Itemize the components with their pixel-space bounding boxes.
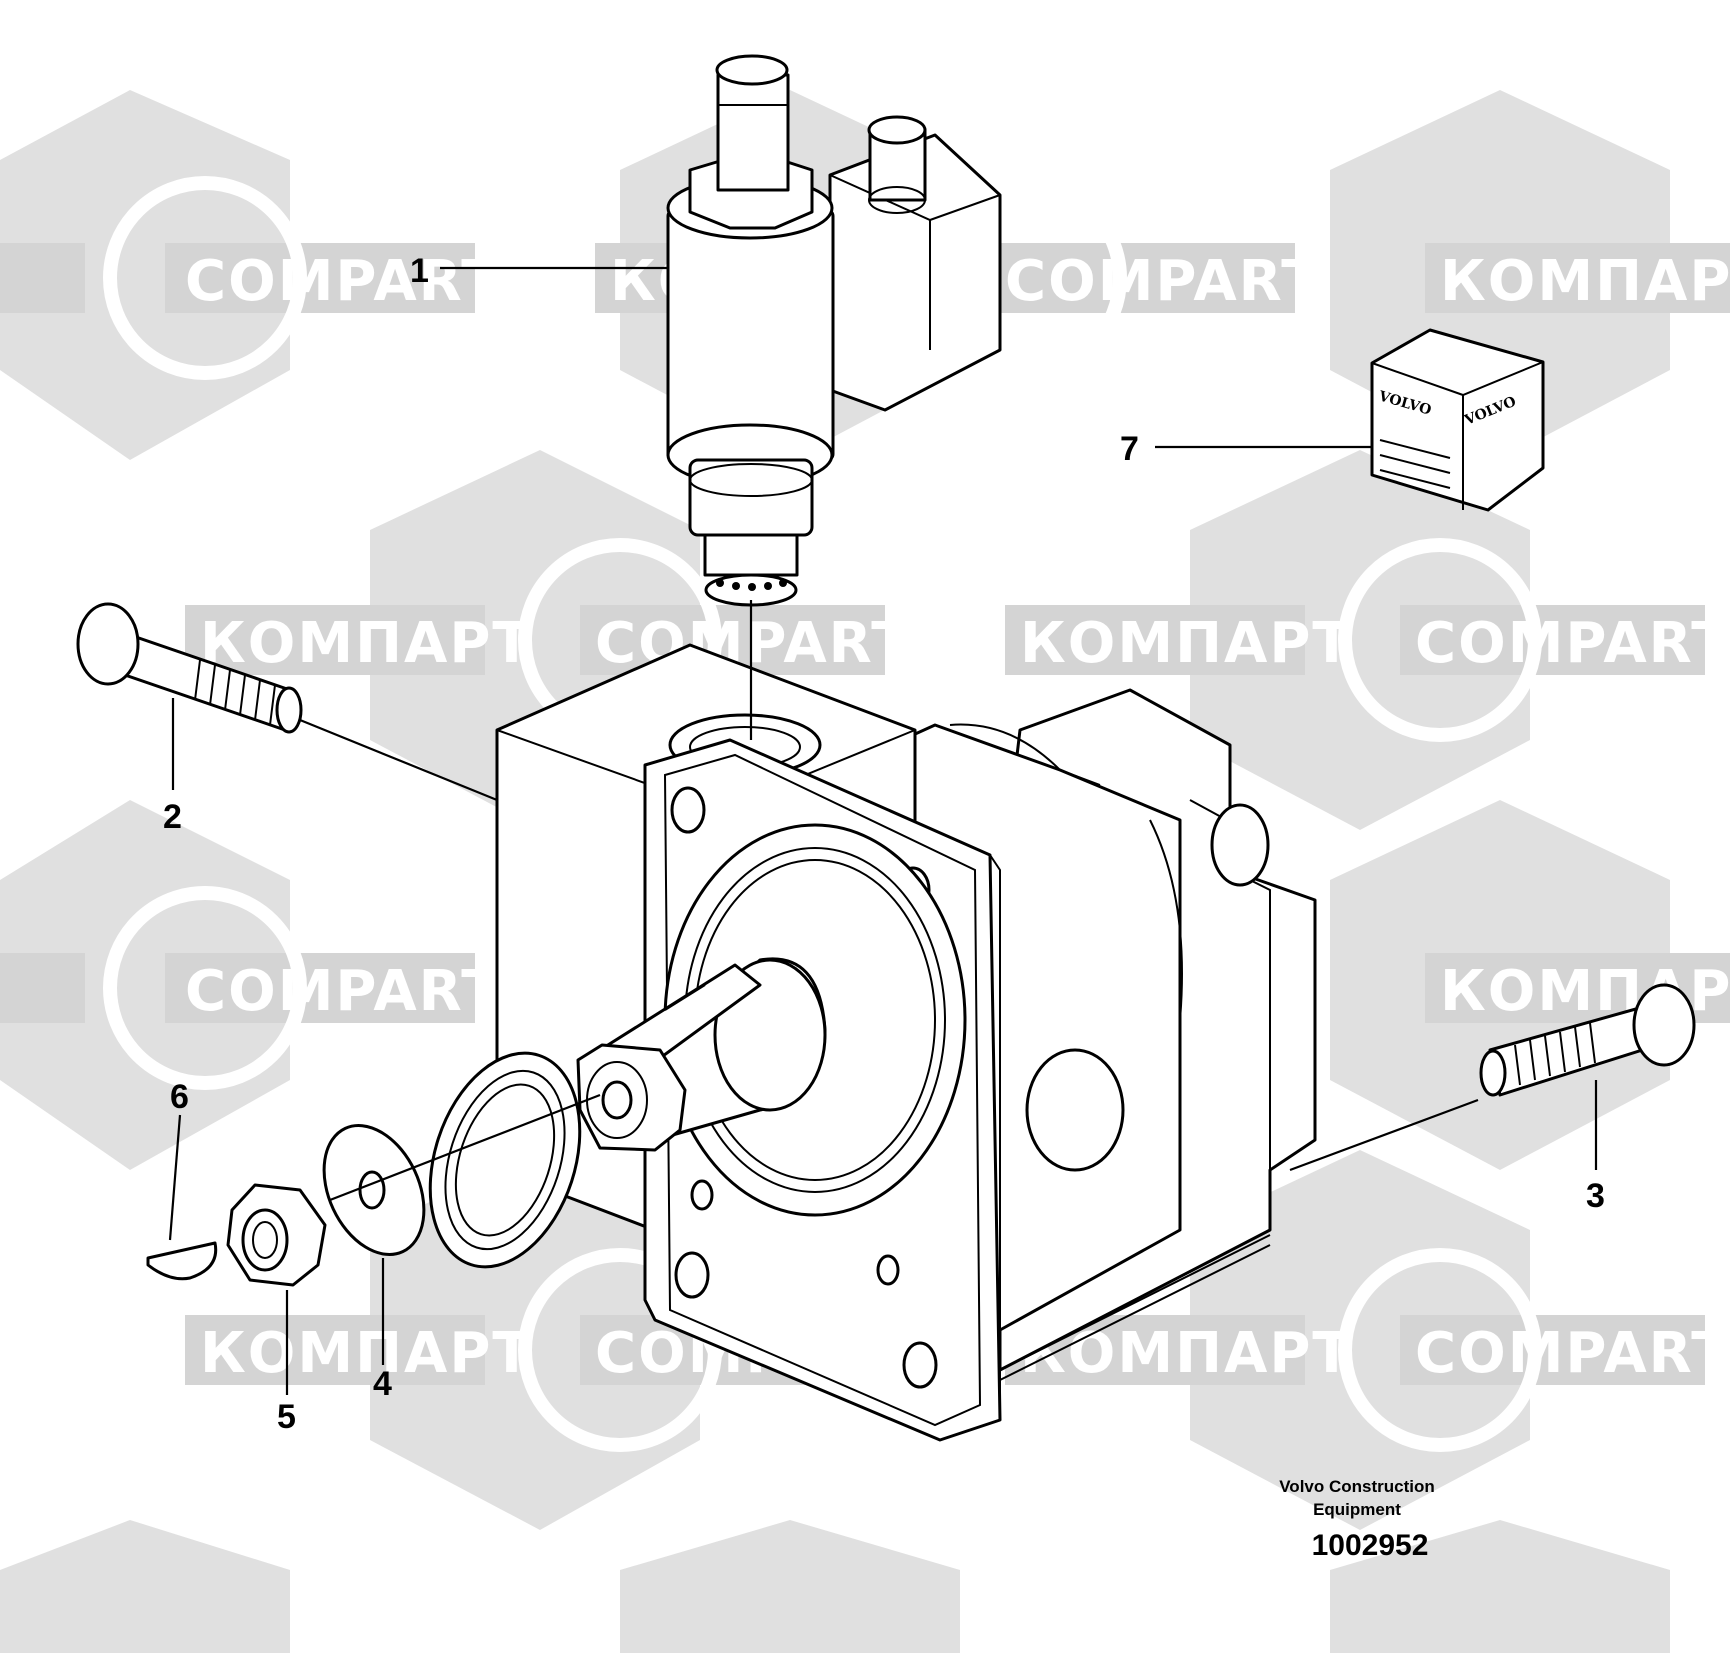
callout-5: 5 [277,1398,296,1436]
caption-line-1: Volvo Construction [1279,1477,1435,1496]
shaft-key [146,1241,218,1281]
seal-ring [329,1051,601,1269]
callout-1: 1 [410,252,429,290]
caption-line-2: Equipment [1313,1500,1401,1519]
caption-block: Volvo Construction Equipment 1002952 [1279,1477,1435,1562]
watermark-text: КОМПАРТ [200,611,533,676]
leader-lines [168,266,1598,1395]
bolt-right [1289,983,1696,1172]
callout-labels: 1 2 3 4 5 6 7 [163,252,1605,1436]
callout-2: 2 [163,798,182,836]
watermark-text: COMPART [1005,249,1321,314]
watermark-text: COMPART [1415,611,1730,676]
watermark-text: COMPART [1415,1321,1730,1386]
hydraulic-pump [495,643,1317,1442]
callout-3: 3 [1586,1177,1605,1215]
callout-4: 4 [373,1365,392,1403]
document-number: 1002952 [1312,1529,1429,1562]
callout-6: 6 [170,1078,189,1116]
hex-nut [226,1183,327,1287]
watermark-text: КОМПАРТ [1440,249,1730,314]
solenoid-valve [666,54,1002,740]
bolt-left [76,602,498,802]
watermark-text: КОМПАРТ [1020,611,1353,676]
callout-7: 7 [1120,430,1139,468]
watermark-text: COMPART [185,249,501,314]
watermark-text: COMPART [185,959,501,1024]
kit-box: VOLVO VOLVO [1370,328,1545,512]
watermark-text: КОМПАРТ [200,1321,533,1386]
